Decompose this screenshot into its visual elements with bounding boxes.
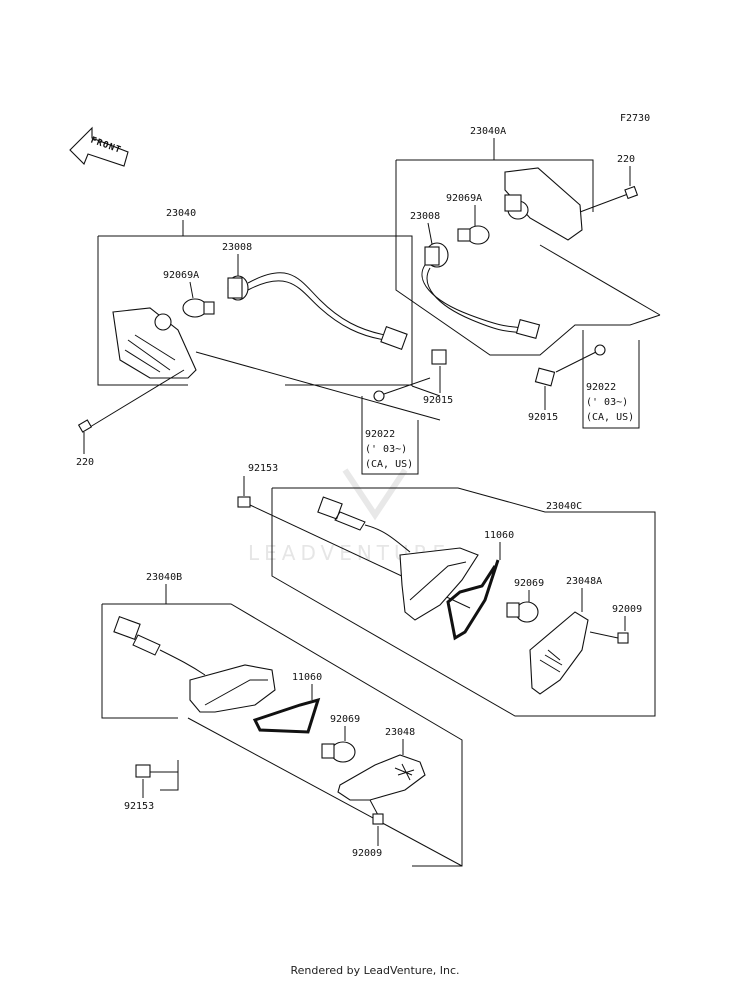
label-23040B: 23040B xyxy=(146,572,182,583)
label-23040C: 23040C xyxy=(546,501,582,512)
gasket-11060-b-icon xyxy=(252,697,321,734)
bulb-92069A-icon xyxy=(182,298,215,318)
nut-92015-left-icon xyxy=(431,349,447,365)
footer-credit: Rendered by LeadVenture, Inc. xyxy=(290,964,460,977)
label-23048A: 23048A xyxy=(566,576,602,587)
washer-92022-right-icon xyxy=(594,344,606,356)
label-92009-c: 92009 xyxy=(612,604,642,615)
lamp-body-23040B xyxy=(189,664,276,713)
bulb-92069-c-icon xyxy=(506,601,539,623)
lamp-neck xyxy=(154,313,172,331)
label-92069-b: 92069 xyxy=(330,714,360,725)
socket-23008-icon xyxy=(227,272,408,350)
label-23048: 23048 xyxy=(385,727,415,738)
screw-220-left-icon xyxy=(77,369,185,433)
figure-code: F2730 xyxy=(620,113,650,124)
assembly-23040C: 92153 23040C 11060 92069 230 xyxy=(237,463,656,717)
watermark: LEADVENTURE xyxy=(248,468,445,565)
harness-23040B-icon xyxy=(113,616,206,676)
harness-23040C-icon xyxy=(317,496,411,553)
label-92069-c: 92069 xyxy=(514,578,544,589)
screw-92009-c-icon xyxy=(589,631,629,644)
label-92069A-right: 92069A xyxy=(446,193,482,204)
bulb-92069-b-icon xyxy=(321,741,356,763)
nut-92015-right-icon xyxy=(534,367,556,387)
bolt-92153-bottom-icon xyxy=(135,764,178,778)
label-92069A-left: 92069A xyxy=(163,270,199,281)
bulb-92069A-right-icon xyxy=(457,225,490,245)
label-92022-left: 92022 xyxy=(365,429,395,440)
label-92015-left: 92015 xyxy=(423,395,453,406)
note-caus-left: (CA, US) xyxy=(365,459,413,470)
gasket-11060-c-icon xyxy=(446,559,500,641)
assembly-23040: 23040 92069A 23008 xyxy=(76,208,453,475)
lens-23048-icon xyxy=(337,754,426,801)
socket-23008-right-icon xyxy=(421,242,541,340)
screw-220-right-icon xyxy=(579,185,639,213)
note-caus-right: (CA, US) xyxy=(586,412,634,423)
label-11060-c: 11060 xyxy=(484,530,514,541)
label-92009-b: 92009 xyxy=(352,848,382,859)
label-220-right: 220 xyxy=(617,154,635,165)
washer-92022-left-icon xyxy=(373,390,385,402)
lamp-housing-23040 xyxy=(112,307,197,379)
note-03-left: (' 03~) xyxy=(365,444,407,455)
assembly-23040A: 23040A 92069A 23008 220 xyxy=(395,126,661,429)
label-92015-right: 92015 xyxy=(528,412,558,423)
label-23040A: 23040A xyxy=(470,126,506,137)
screw-92009-b-icon xyxy=(369,799,384,825)
note-03-right: (' 03~) xyxy=(586,397,628,408)
front-arrow-icon: FRONT xyxy=(69,126,129,167)
label-92022-right: 92022 xyxy=(586,382,616,393)
label-23008-left: 23008 xyxy=(222,242,252,253)
label-23040: 23040 xyxy=(166,208,196,219)
label-92153-bottom: 92153 xyxy=(124,801,154,812)
assembly-23040B: 23040B 11060 92069 23048 xyxy=(101,572,463,867)
label-23008-right: 23008 xyxy=(410,211,440,222)
lens-23048A-icon xyxy=(529,611,589,695)
label-11060-b: 11060 xyxy=(292,672,322,683)
label-92153-top: 92153 xyxy=(248,463,278,474)
lamp-body-23040C xyxy=(399,547,479,621)
label-220-left: 220 xyxy=(76,457,94,468)
